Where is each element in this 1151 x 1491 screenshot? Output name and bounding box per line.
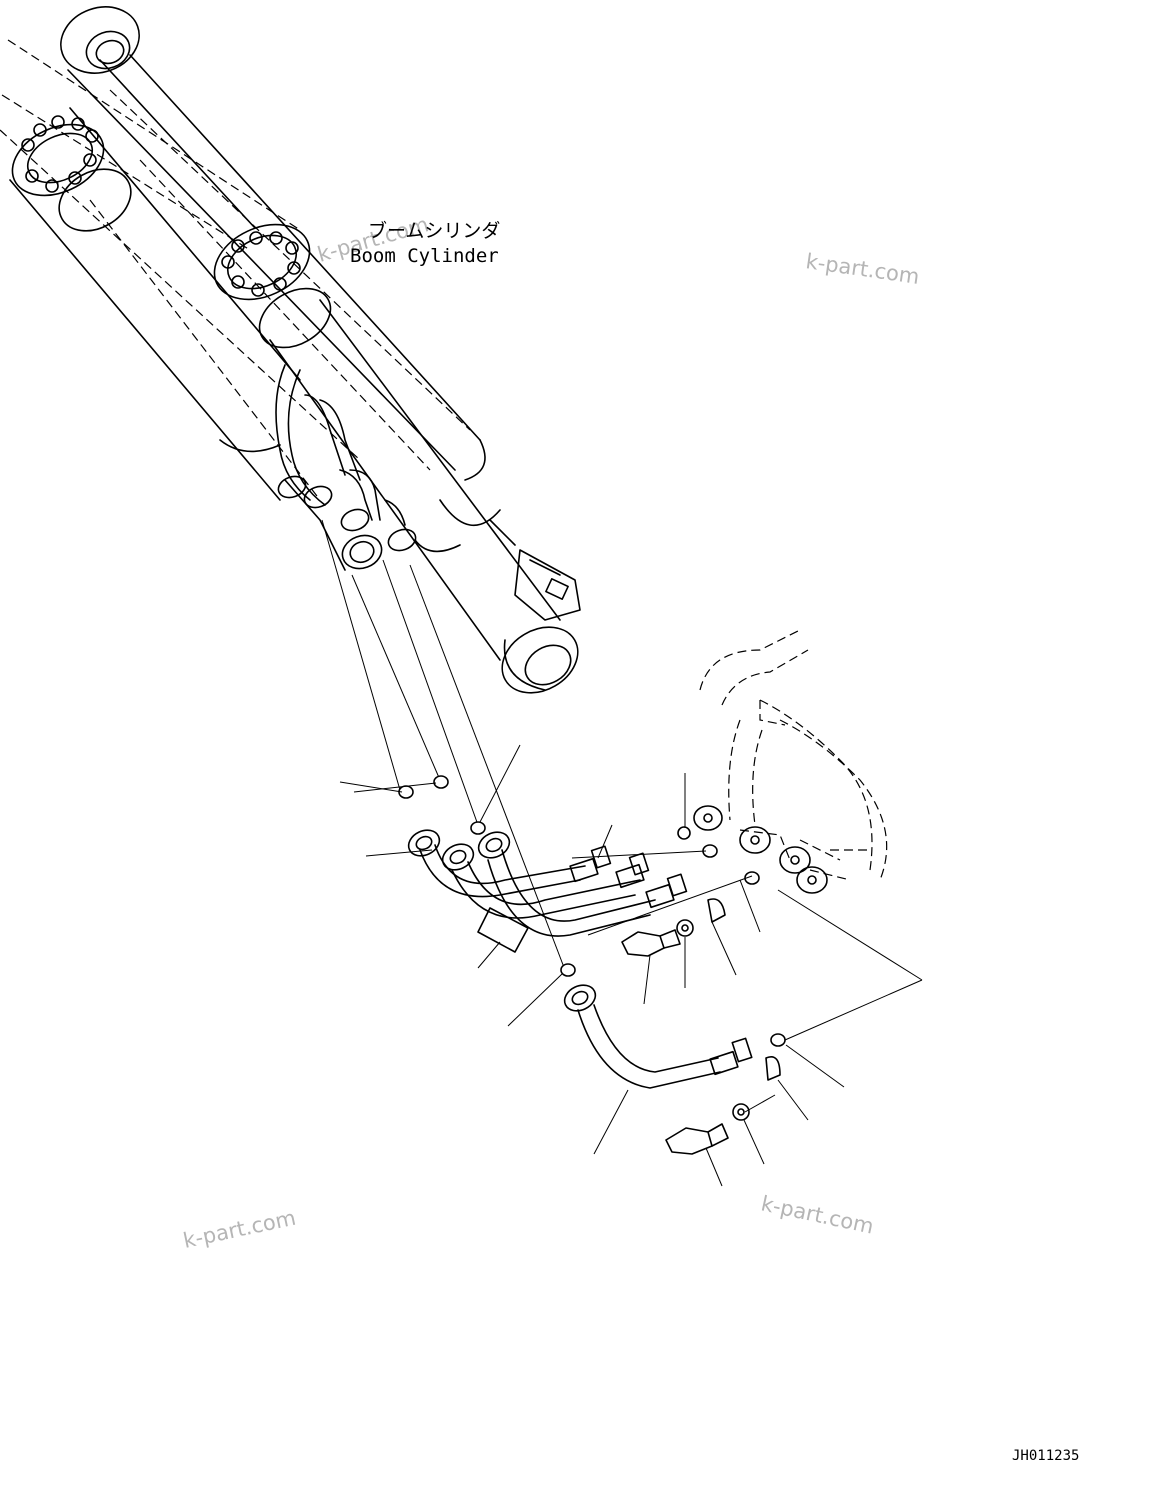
watermark-4: k-part.com	[759, 1191, 876, 1238]
title-en: Boom Cylinder	[350, 245, 499, 267]
bolt-ring-upper	[21, 115, 99, 193]
o-rings-upper	[398, 775, 786, 1047]
drawing-number: JH011235	[1012, 1448, 1079, 1464]
bolt-washer-clamp-lower	[665, 1056, 781, 1155]
boom-cylinder-group	[0, 6, 581, 971]
title-jp: ブームシリンダ	[368, 219, 500, 242]
watermark-3: k-part.com	[181, 1206, 298, 1253]
swing-piping-phantom	[693, 629, 888, 894]
cylinder-port-flanges	[277, 469, 417, 570]
hose-assembly-lower	[563, 984, 753, 1089]
bolt-ring-middle	[221, 231, 301, 297]
hose-assembly-upper	[407, 829, 688, 953]
callout-leaders	[339, 744, 923, 1187]
watermark-2: k-part.com	[804, 249, 921, 289]
bolt-washer-clamp-upper	[621, 898, 726, 957]
